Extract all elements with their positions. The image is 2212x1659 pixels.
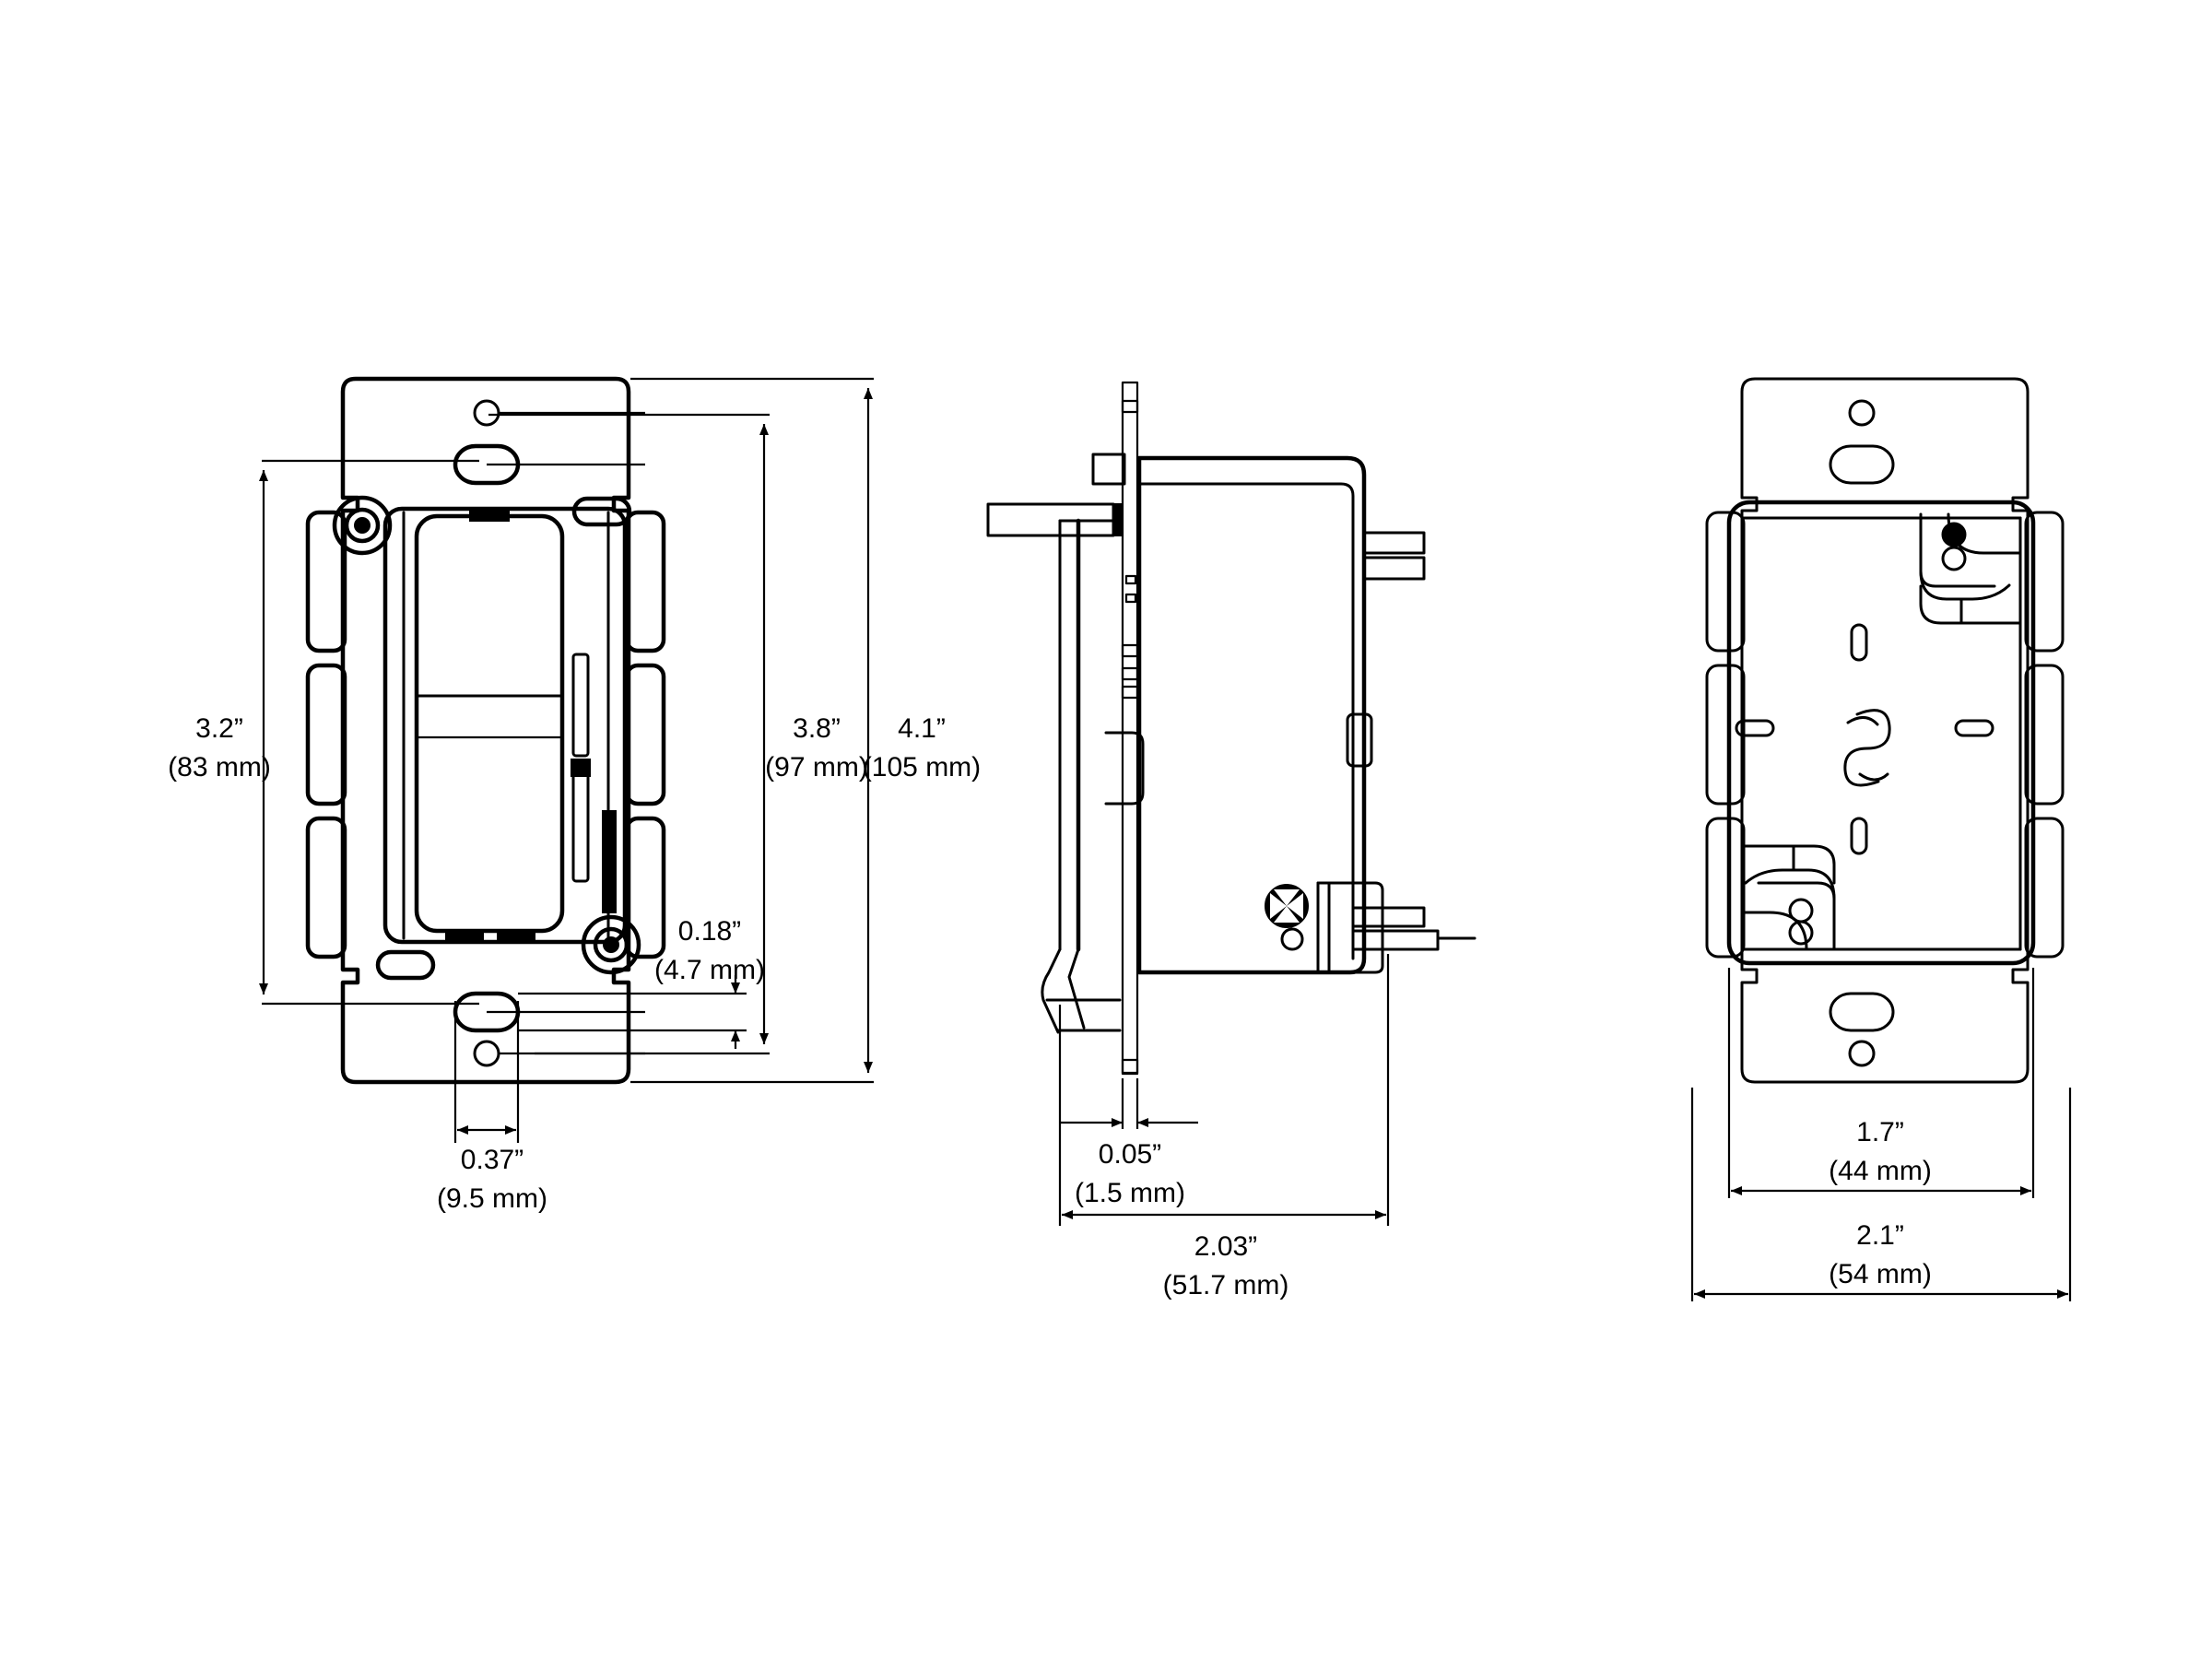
rear-right-ear-tabs [2024,511,2065,959]
front-side-indicator-bar [602,810,617,913]
rear-slot-vertical-top [1850,623,1868,662]
front-left-ear-tabs [305,510,347,959]
front-vent-bottom-left [375,949,436,981]
side-small-hole [1280,927,1304,951]
side-phillips-screw[interactable] [1265,884,1309,928]
rear-view: 1.7” (44 mm) 2.1” (54 mm) [1690,377,2072,1301]
front-mounting-screw-top-left[interactable] [332,495,393,556]
front-strap-screw-hole-bottom [473,1040,500,1067]
dim-label-0p18-mm: (4.7 mm) [654,955,765,985]
side-housing-inner-line [1137,482,1355,960]
front-body-bottom-tab-left [445,932,484,943]
front-vent-top-right [571,496,632,527]
dim-front-slot-width: 0.37” (9.5 mm) [437,1001,547,1214]
rear-slot-horizontal-left [1735,719,1775,737]
dim-label-0p18-in: 0.18” [678,916,741,947]
front-led-level-bar [571,653,590,758]
rear-strap-slot-bottom [1829,992,1895,1032]
front-slider-thumb[interactable] [571,759,591,777]
side-view: 0.05” (1.5 mm) 2.03” (51.7 mm) [986,381,1477,1300]
front-led-level-bar-lower [571,771,590,883]
dim-front-overall-height: 4.1” (105 mm) [630,377,981,1084]
front-body-bottom-tab-right [497,932,535,943]
dim-front-body-height: 3.2” (83 mm) [168,459,479,1006]
dim-label-3p8-mm: (97 mm) [765,752,868,782]
dim-rear-overall-width: 2.1” (54 mm) [1690,1088,2072,1301]
dim-label-2p1-mm: (54 mm) [1829,1259,1932,1289]
side-terminal-block-lower [1316,881,1477,974]
rear-strap-screw-hole-top [1848,399,1876,427]
dim-label-1p7-in: 1.7” [1856,1117,1904,1147]
front-strap-screw-hole-top [473,399,500,427]
dim-label-2p03-in: 2.03” [1194,1231,1257,1262]
front-mounting-screw-bottom-right[interactable] [581,914,641,975]
dim-label-2p1-in: 2.1” [1856,1220,1904,1251]
rear-slot-vertical-bottom [1850,817,1868,855]
side-faceplate-flare-right [1067,947,1086,1030]
dim-label-0p37-mm: (9.5 mm) [437,1183,547,1214]
dim-label-4p1-mm: (105 mm) [863,752,981,782]
side-terminal-wires-upper [1362,531,1426,581]
dim-label-1p7-mm: (44 mm) [1829,1156,1932,1186]
side-faceplate-flare-left [1041,947,1062,1034]
front-body-top-tab [469,509,510,522]
dim-side-overall-depth: 2.03” (51.7 mm) [1058,954,1390,1300]
dim-label-3p2-in: 3.2” [195,713,243,744]
side-strap-tick-1 [1124,574,1137,585]
front-mounting-strap [340,376,631,1085]
dim-label-0p05-mm: (1.5 mm) [1075,1178,1185,1208]
side-strap-tick-2 [1124,593,1137,604]
dim-label-3p2-mm: (83 mm) [168,752,271,782]
rear-slot-horizontal-right [1954,719,1994,737]
front-rocker-paddle[interactable] [414,513,565,934]
rear-terminal-boss-lower-left [1740,844,1836,951]
rear-terminal-boss-upper-right [1919,512,2022,625]
rear-strap-slot-top [1829,444,1895,485]
dim-label-3p8-in: 3.8” [793,713,841,744]
dim-label-0p37-in: 0.37” [461,1145,524,1175]
dim-side-strap-thickness: 0.05” (1.5 mm) [1060,1078,1198,1208]
dim-label-0p05-in: 0.05” [1099,1139,1161,1170]
dim-label-2p03-mm: (51.7 mm) [1163,1270,1289,1300]
rear-device-housing [1726,500,2036,966]
dim-label-4p1-in: 4.1” [898,713,946,744]
side-paddle-bump [1104,731,1145,806]
rear-ground-clip-symbol [1843,709,1891,787]
front-right-ear-tabs [624,510,666,959]
front-view: 3.2” (83 mm) 3.8” (97 mm) 4.1” (105 mm) … [168,376,981,1214]
side-lug-right [1346,712,1373,768]
rear-strap-screw-hole-bottom [1848,1040,1876,1067]
rear-mounting-strap [1740,377,2030,1084]
side-strap-edge [1121,381,1139,1076]
side-strap-tab-top [1091,453,1126,486]
dim-rear-body-width: 1.7” (44 mm) [1727,968,2035,1198]
dim-front-slot-height: 0.18” (4.7 mm) [518,916,765,1049]
